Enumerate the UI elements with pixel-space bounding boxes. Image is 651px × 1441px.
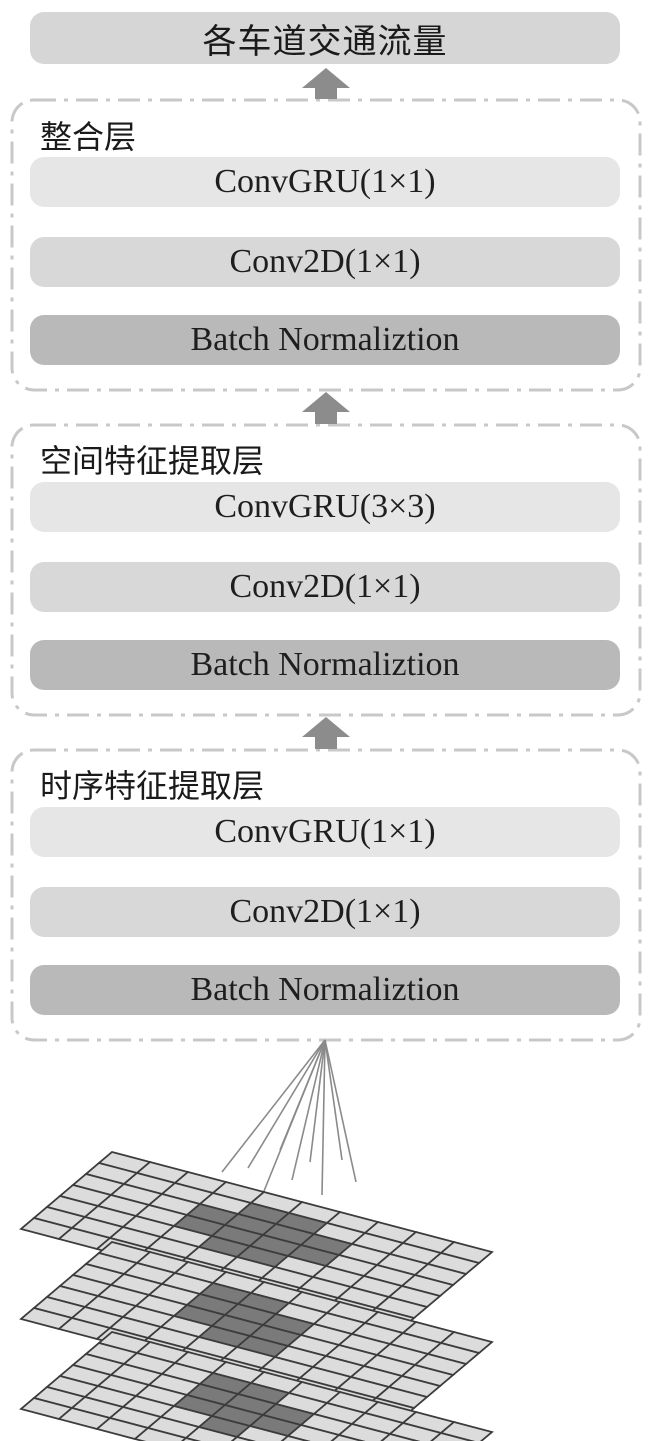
- grid-cell: [430, 1432, 475, 1441]
- spatial-batchnorm-block: Batch Normaliztion: [30, 640, 620, 690]
- output-traffic-flow-box: 各车道交通流量: [30, 12, 620, 64]
- integration-convgru-block: ConvGRU(1×1): [30, 157, 620, 207]
- integration-conv2d-block: Conv2D(1×1): [30, 237, 620, 287]
- block-label: Conv2D(1×1): [229, 243, 421, 280]
- grid-cell: [330, 1434, 366, 1441]
- block-label: Batch Normaliztion: [190, 321, 460, 358]
- temporal-batchnorm-block: Batch Normaliztion: [30, 965, 620, 1015]
- integration-batchnorm-block: Batch Normaliztion: [30, 315, 620, 365]
- integration-layer-frame: [10, 98, 642, 392]
- block-label: ConvGRU(1×1): [214, 813, 436, 850]
- grid-cell: [280, 1435, 311, 1441]
- block-label: Batch Normaliztion: [190, 971, 460, 1008]
- block-label: ConvGRU(1×1): [214, 163, 436, 200]
- receptive-field-lines: [221, 1039, 357, 1197]
- up-arrow-icon: [302, 392, 350, 424]
- spatial-conv2d-block: Conv2D(1×1): [30, 562, 620, 612]
- spatial-layer-title: 空间特征提取层: [38, 436, 267, 482]
- spatial-convgru-block: ConvGRU(3×3): [30, 482, 620, 532]
- block-label: ConvGRU(3×3): [214, 488, 436, 525]
- grid-cell: [337, 1423, 392, 1441]
- input-grids: [19, 1151, 494, 1441]
- grid-cell: [235, 1425, 290, 1441]
- grid-cell: [230, 1436, 256, 1441]
- integration-layer-title: 整合层: [38, 112, 139, 158]
- block-label: Batch Normaliztion: [190, 646, 460, 683]
- temporal-layer-frame: [10, 748, 642, 1042]
- spatial-layer-frame: [10, 423, 642, 717]
- up-arrow-icon: [302, 68, 350, 99]
- temporal-layer-title: 时序特征提取层: [38, 761, 267, 807]
- grid-cell: [181, 1437, 201, 1441]
- temporal-convgru-block: ConvGRU(1×1): [30, 807, 620, 857]
- grid-cell: [286, 1424, 341, 1441]
- block-label: Conv2D(1×1): [229, 568, 421, 605]
- grid-cell: [133, 1427, 188, 1441]
- up-arrow-icon: [302, 717, 350, 749]
- grid-cell: [184, 1426, 239, 1441]
- input-grid-layer: [19, 1331, 494, 1441]
- temporal-conv2d-block: Conv2D(1×1): [30, 887, 620, 937]
- block-label: Conv2D(1×1): [229, 893, 421, 930]
- output-label: 各车道交通流量: [202, 21, 448, 62]
